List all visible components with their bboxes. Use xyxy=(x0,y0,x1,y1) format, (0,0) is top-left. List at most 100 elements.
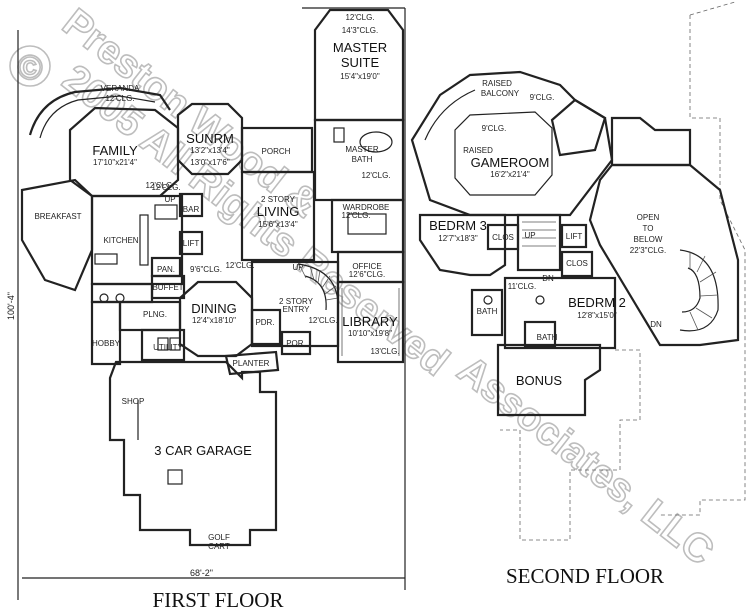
family-size: 17'10"x21'4" xyxy=(93,158,137,167)
garage-wall xyxy=(108,360,278,547)
depth-dimension: 100'-4" xyxy=(6,292,16,320)
office-label: OFFICE xyxy=(352,262,381,271)
bedroom-2-label: BEDRM 2 xyxy=(568,295,626,310)
porte-wall xyxy=(280,330,312,356)
garage-label: 3 CAR GARAGE xyxy=(154,443,252,458)
buffet-label: BUFFET xyxy=(152,283,183,292)
open-below-line-3: BELOW xyxy=(634,235,663,244)
bedroom-3-wall xyxy=(418,213,507,277)
second-floor-walls xyxy=(410,1,746,541)
library-size: 10'10"x19'8" xyxy=(348,329,392,338)
planter-label: PLANTER xyxy=(233,359,270,368)
up-label-2: UP xyxy=(292,263,303,272)
sunroom-size-2: 13'0"x17'6" xyxy=(190,158,230,167)
bar-wall xyxy=(178,192,204,218)
second-floor-caption: SECOND FLOOR xyxy=(506,564,664,588)
upper-up-label: UP xyxy=(524,231,535,240)
bedroom-3-size: 12'7"x18'3" xyxy=(438,234,478,243)
veranda-outline xyxy=(28,86,171,136)
master-tub xyxy=(359,131,393,153)
bay-2 xyxy=(610,116,692,167)
ceiling-note-upper: 11'CLG. xyxy=(508,282,537,291)
living-size: 15'6"x13'4" xyxy=(258,220,298,229)
master-bath-ceiling: 12'CLG. xyxy=(361,171,390,180)
utility-wall xyxy=(140,328,186,362)
second-floor-labels: RAISED BALCONY 9'CLG. 9'CLG. RAISED GAME… xyxy=(429,79,666,588)
open-below-line-4: 22'3"CLG. xyxy=(630,246,666,255)
master-ceiling-top: 12'CLG. xyxy=(345,13,374,22)
closet-1-label: CLOS xyxy=(492,233,514,242)
bonus-label: BONUS xyxy=(516,373,563,388)
living-wall xyxy=(240,170,316,262)
family-label: FAMILY xyxy=(92,143,138,158)
gameroom-ceiling: 9'CLG. xyxy=(482,124,507,133)
master-suite-label-1: MASTER xyxy=(333,40,387,55)
copyright-circle xyxy=(9,45,51,87)
balcony-label-1: RAISED xyxy=(482,79,512,88)
pantry-label: PAN. xyxy=(157,265,175,274)
roof-line-1 xyxy=(689,1,736,16)
lift-label: LIFT xyxy=(183,239,200,248)
hobby-label: HOBBY xyxy=(92,339,121,348)
gameroom-size: 16'2"x21'4" xyxy=(490,170,530,179)
watermark-line-2: 2005 All Rights Reserved xyxy=(54,56,457,384)
powder-label: PDR. xyxy=(255,318,274,327)
bedroom-2-size: 12'8"x15'0" xyxy=(577,311,617,320)
kitchen-label: KITCHEN xyxy=(103,236,138,245)
master-suite-label-2: SUITE xyxy=(341,55,380,70)
roof-line-2 xyxy=(660,15,746,516)
balcony-rail xyxy=(424,89,476,141)
gameroom-label-1: RAISED xyxy=(463,146,493,155)
veranda-label: VERANDA xyxy=(101,84,140,93)
library-label: LIBRARY xyxy=(342,314,398,329)
lift-wall xyxy=(178,230,204,256)
porch-label: PORCH xyxy=(262,147,291,156)
bath-2-label: BATH xyxy=(537,333,558,342)
sunroom-label: SUNRM xyxy=(186,131,234,146)
upper-lift-wall xyxy=(560,223,588,249)
balcony-label-2: BALCONY xyxy=(481,89,520,98)
ceiling-note-b: 9'6"CLG. xyxy=(190,265,222,274)
bath-1-label: BATH xyxy=(477,307,498,316)
powder-wall xyxy=(250,308,282,346)
bonus-wall xyxy=(496,343,602,417)
closet-2-wall xyxy=(560,250,594,278)
master-suite-size: 15'4"x19'0" xyxy=(340,72,380,81)
wardrobe-island xyxy=(347,213,387,235)
upper-dn-label-2: DN xyxy=(650,320,662,329)
bedroom-2-wall xyxy=(503,276,617,350)
dining-label: DINING xyxy=(191,301,237,316)
golf-label-2: CART xyxy=(208,542,230,551)
breakfast-wall xyxy=(20,178,94,292)
mudroom-wall xyxy=(90,282,154,304)
closet-2-label: CLOS xyxy=(566,259,588,268)
shop-label: SHOP xyxy=(122,397,145,406)
stair-small xyxy=(154,204,178,220)
family-room-wall xyxy=(68,106,180,198)
library-wall xyxy=(336,280,405,364)
first-floor-labels: VERANDA 12'CLG. FAMILY 17'10"x21'4" 12'C… xyxy=(6,13,400,611)
wardrobe-ceiling: 12'CLG. xyxy=(341,211,370,220)
upper-lift-label: LIFT xyxy=(566,232,583,241)
utility-label: UTILITY xyxy=(153,343,183,352)
bedroom-3-label: BEDRM 3 xyxy=(429,218,487,233)
entry-label-1: 2 STORY xyxy=(279,297,314,306)
spiral-stair-inner xyxy=(681,267,701,313)
golf-label-1: GOLF xyxy=(208,533,230,542)
spiral-stair-outer xyxy=(679,249,719,332)
gameroom-inner-wall xyxy=(454,111,553,196)
bar-label: BAR xyxy=(183,205,200,214)
dining-size: 12'4"x18'10" xyxy=(192,316,236,325)
balcony-ceiling: 9'CLG. xyxy=(530,93,555,102)
bath-1-wall xyxy=(470,288,504,337)
roof-line-3 xyxy=(500,349,641,541)
master-ceiling-2: 14'3"CLG. xyxy=(342,26,378,35)
breakfast-label: BREAKFAST xyxy=(34,212,81,221)
first-floor-caption: FIRST FLOOR xyxy=(153,588,284,611)
ceiling-note-c: 12'CLG. xyxy=(225,261,254,270)
copyright-symbol: © xyxy=(17,49,42,87)
entry-ceiling: 12'CLG. xyxy=(308,316,337,325)
width-dimension: 68'-2" xyxy=(190,568,213,578)
kitchen-counter xyxy=(139,214,149,266)
